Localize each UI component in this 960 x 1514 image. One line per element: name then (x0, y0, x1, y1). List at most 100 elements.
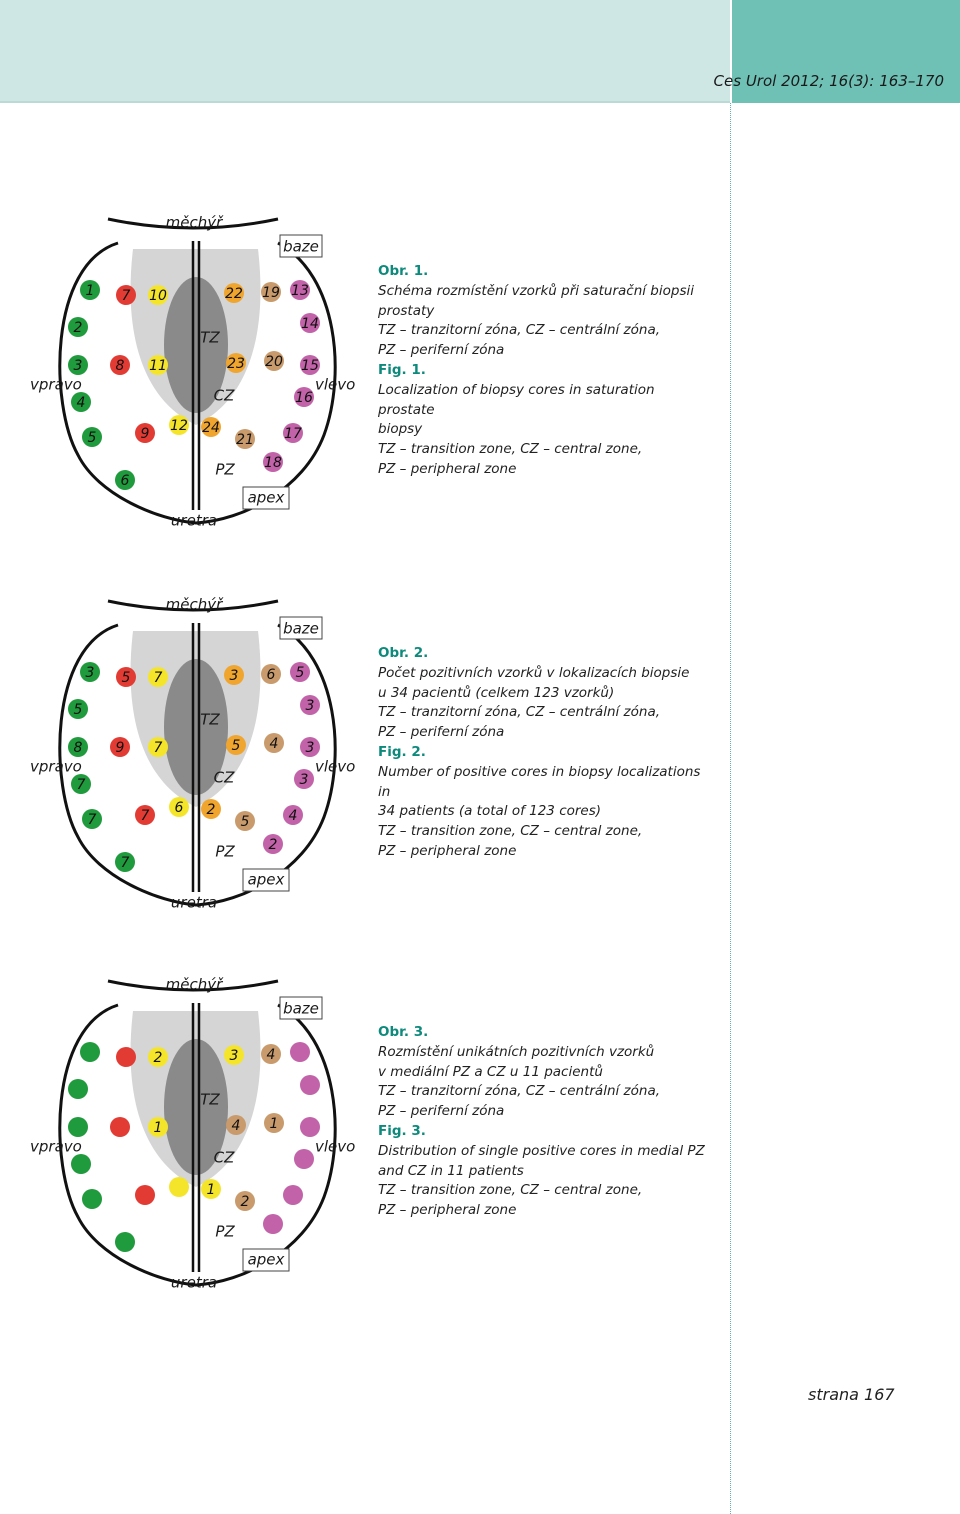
core-marker (226, 353, 246, 373)
biopsy-core-dot (82, 1189, 102, 1209)
caption-title-en: Fig. 3. (378, 1122, 426, 1139)
biopsy-core-dot: 5 (290, 662, 310, 682)
tz-label: TZ (200, 329, 220, 347)
bladder-arc (107, 599, 279, 612)
biopsy-core-dot: 3 (294, 769, 314, 789)
caption-line: and CZ in 11 patients (378, 1162, 524, 1179)
base-label: baze (283, 1000, 319, 1018)
core-count-label: 4 (232, 1118, 241, 1134)
core-count-label: 5 (88, 430, 97, 446)
core-count-label: 5 (241, 814, 250, 830)
core-count-label: 4 (267, 1047, 276, 1063)
cz-label: CZ (214, 387, 235, 405)
core-count-label: 6 (175, 800, 184, 816)
core-count-label: 2 (154, 1050, 163, 1066)
core-count-label: 19 (262, 285, 280, 301)
core-marker (68, 1117, 88, 1137)
biopsy-core-dot (294, 1149, 314, 1169)
core-marker (263, 834, 283, 854)
base-label: baze (283, 238, 319, 256)
base-label: baze (283, 620, 319, 638)
core-marker (300, 695, 320, 715)
biopsy-core-dot: 3 (68, 355, 88, 375)
core-count-label: 8 (74, 740, 83, 756)
pz-label: PZ (215, 461, 235, 479)
biopsy-core-dot: 3 (300, 737, 320, 757)
biopsy-core-dot: 7 (148, 737, 168, 757)
capsule-outline (58, 241, 337, 525)
biopsy-core-dot: 8 (110, 355, 130, 375)
bladder-arc (107, 979, 279, 992)
caption-line: PZ – periferní zóna (378, 724, 505, 741)
core-count-label: 23 (227, 356, 245, 372)
biopsy-core-dot: 9 (135, 423, 155, 443)
core-count-label: 18 (264, 455, 282, 471)
core-count-label: 2 (269, 837, 278, 853)
core-count-label: 4 (289, 808, 298, 824)
core-marker (235, 811, 255, 831)
core-marker (290, 280, 310, 300)
caption-line: PZ – peripheral zone (378, 460, 517, 477)
base-box (279, 234, 323, 258)
biopsy-core-dot: 7 (71, 774, 91, 794)
biopsy-core-dot (68, 1117, 88, 1137)
page-number: strana 167 (808, 1385, 895, 1404)
biopsy-core-dot: 3 (224, 665, 244, 685)
caption-line: Number of positive cores in biopsy local… (378, 763, 701, 800)
core-marker (283, 1185, 303, 1205)
caption-line: Počet pozitivních vzorků v lokalizacích … (378, 664, 690, 681)
core-marker (68, 737, 88, 757)
right-label: vpravo (30, 376, 82, 394)
core-count-label: 8 (116, 358, 125, 374)
core-marker (294, 769, 314, 789)
core-marker (116, 1047, 136, 1067)
core-marker (300, 737, 320, 757)
core-count-label: 2 (241, 1194, 250, 1210)
biopsy-core-dot: 5 (116, 667, 136, 687)
biopsy-core-dot: 6 (115, 470, 135, 490)
core-marker (148, 1117, 168, 1137)
core-marker (290, 1042, 310, 1062)
core-count-label: 11 (149, 358, 167, 374)
biopsy-core-dot: 1 (148, 1117, 168, 1137)
biopsy-core-dot: 24 (201, 417, 221, 437)
core-count-label: 16 (295, 390, 313, 406)
biopsy-core-dot: 7 (148, 667, 168, 687)
core-count-label: 12 (170, 418, 188, 434)
biopsy-core-dot (80, 1042, 100, 1062)
biopsy-core-dot: 11 (148, 355, 168, 375)
caption-line: prostaty (378, 302, 435, 319)
core-count-label: 13 (291, 283, 309, 299)
right-label: vpravo (30, 1138, 82, 1156)
core-count-label: 7 (141, 808, 150, 824)
core-count-label: 14 (301, 316, 319, 332)
biopsy-core-dot: 1 (264, 1113, 284, 1133)
core-count-label: 17 (284, 426, 302, 442)
core-count-label: 15 (301, 358, 319, 374)
pz-label: PZ (215, 1223, 235, 1241)
caption-line: biopsy (378, 421, 423, 438)
bladder-label: měchýř (166, 596, 224, 614)
cz-label: CZ (214, 769, 235, 787)
caption-line: PZ – peripheral zone (378, 1202, 517, 1219)
biopsy-core-dot: 7 (116, 285, 136, 305)
biopsy-core-dot: 19 (261, 282, 281, 302)
core-count-label: 7 (122, 288, 131, 304)
core-marker (82, 427, 102, 447)
core-count-label: 5 (74, 702, 83, 718)
core-count-label: 3 (74, 358, 83, 374)
biopsy-core-dot: 14 (300, 313, 320, 333)
biopsy-core-dot: 13 (290, 280, 310, 300)
core-marker (201, 799, 221, 819)
core-count-label: 5 (232, 738, 241, 754)
left-label: vlevo (315, 1138, 355, 1156)
column-divider (730, 103, 731, 1514)
journal-citation: Ces Urol 2012; 16(3): 163–170 (713, 72, 944, 90)
core-count-label: 24 (202, 420, 220, 436)
core-marker (283, 805, 303, 825)
core-count-label: 1 (154, 1120, 163, 1136)
core-marker (68, 355, 88, 375)
